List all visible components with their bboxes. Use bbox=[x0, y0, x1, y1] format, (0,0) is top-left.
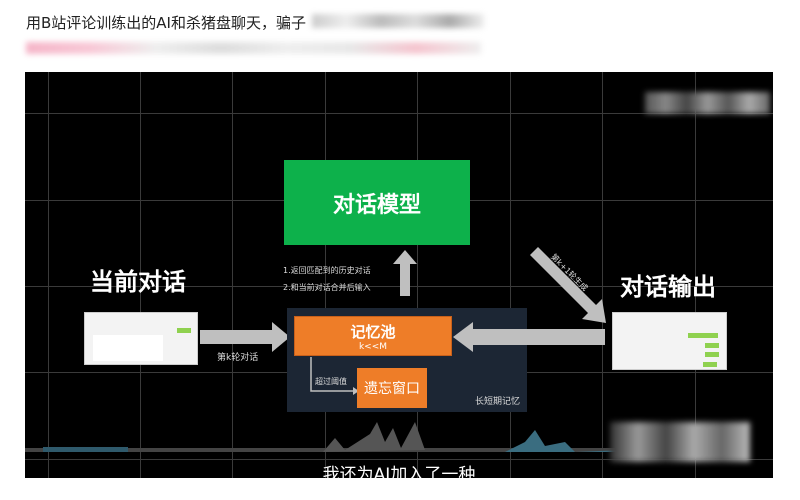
blurred-text bbox=[312, 14, 484, 28]
note-1: 1.返回匹配到的历史对话 bbox=[283, 266, 371, 275]
blurred-subtext bbox=[26, 42, 481, 54]
audio-waveform bbox=[25, 422, 625, 452]
current-dialog-title: 当前对话 bbox=[90, 268, 186, 296]
arrow-right-icon bbox=[200, 322, 290, 352]
long-short-memory-label: 长短期记忆 bbox=[475, 397, 521, 407]
kth-round-label: 第k轮对话 bbox=[217, 353, 259, 363]
watermark bbox=[645, 92, 770, 114]
output-dialog-screenshot bbox=[612, 312, 727, 370]
current-dialog-screenshot bbox=[84, 312, 198, 365]
note-2: 2.和当前对话合并后输入 bbox=[283, 283, 371, 292]
video-player[interactable]: 对话模型 1.返回匹配到的历史对话 2.和当前对话合并后输入 第k+1轮生成 当… bbox=[25, 72, 773, 478]
output-title: 对话输出 bbox=[620, 273, 716, 301]
memory-pool-box: 记忆池 k<<M bbox=[294, 316, 452, 356]
arrow-left-icon bbox=[453, 322, 605, 352]
arrow-diagonal-icon bbox=[530, 247, 606, 323]
post-title[interactable]: 用B站评论训练出的AI和杀猪盘聊天，骗子 bbox=[26, 14, 306, 32]
threshold-label: 超过阈值 bbox=[315, 377, 347, 386]
arrow-up-icon bbox=[393, 250, 417, 296]
forget-window-box: 遗忘窗口 bbox=[357, 368, 427, 408]
dialog-model-box: 对话模型 bbox=[284, 160, 470, 245]
threshold-arrow-icon bbox=[310, 357, 359, 395]
blurred-logo bbox=[610, 422, 750, 462]
video-subtitle: 我还为AI加入了一种 bbox=[322, 465, 476, 478]
